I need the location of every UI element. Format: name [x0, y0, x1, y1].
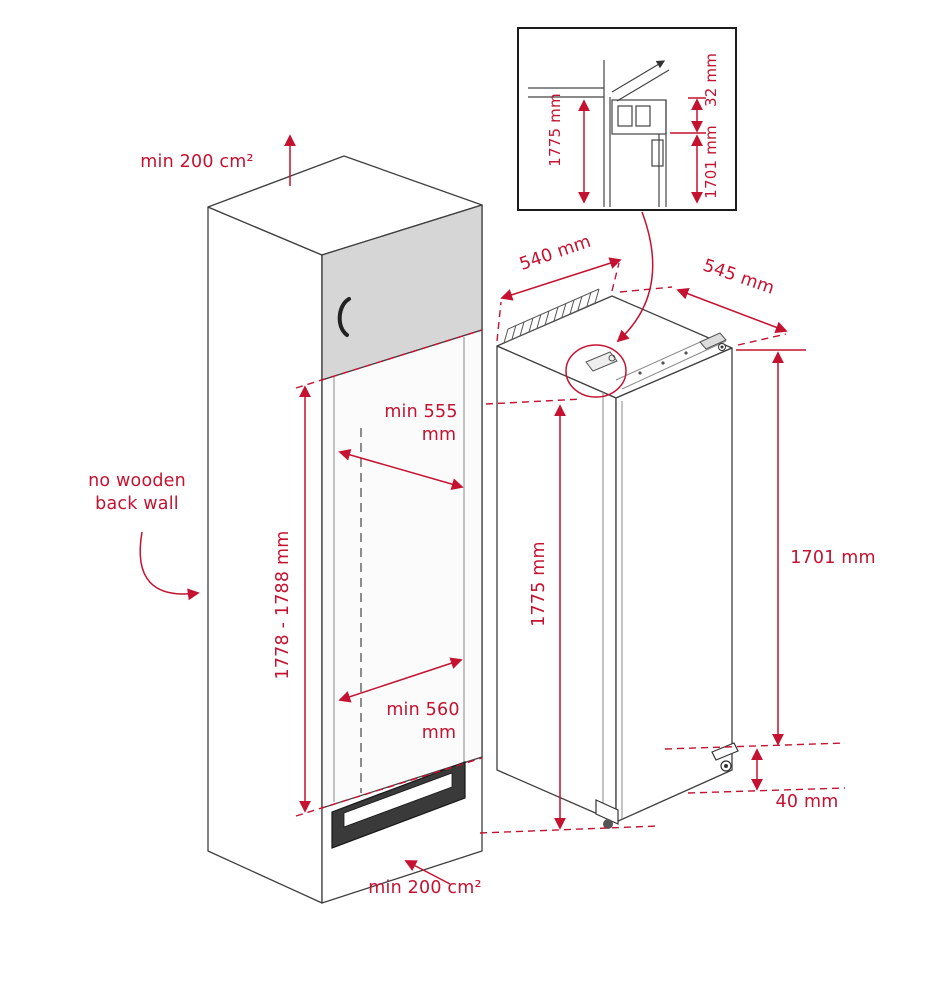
cabinet-dimensions: [139, 134, 483, 885]
niche-bottom-extension-line: [295, 757, 483, 817]
label-min-airflow-bottom: min 200 cm²: [368, 878, 481, 898]
label-inset-top-gap: 32 mm: [702, 53, 720, 107]
depth-dimension-arrow: [676, 288, 788, 333]
appliance-door-face: [496, 345, 617, 823]
height-extension-bottom: [479, 825, 659, 834]
width-extension-left: [496, 301, 502, 342]
top-hinge-bracket: [585, 332, 727, 390]
label-door-height: 1701 mm: [790, 548, 876, 568]
inset-dimensions: [578, 97, 706, 204]
label-appliance-width: 540 mm: [517, 232, 594, 275]
inset-pointer-curved-arrow: [616, 211, 654, 343]
label-niche-depth-bottom-unit: mm: [422, 723, 457, 743]
label-niche-depth-top: min 555: [384, 402, 457, 422]
note-back-wall-line2: back wall: [95, 494, 179, 514]
label-inset-appliance-height: 1775 mm: [546, 93, 564, 167]
front-roller-wheel: [603, 819, 613, 829]
plinth-extension-bottom: [687, 787, 846, 794]
label-niche-depth-bottom: min 560: [386, 700, 459, 720]
width-extension-right: [611, 262, 620, 292]
base-vent-slot: [343, 772, 453, 828]
appliance-dimensions: [479, 211, 846, 834]
label-inset-door-height: 1701 mm: [702, 125, 720, 199]
niche-depth-bottom-dimension-arrow: [338, 657, 463, 703]
plinth-extension-top: [664, 742, 846, 750]
label-appliance-depth: 545 mm: [700, 256, 777, 299]
width-dimension-arrow: [500, 257, 622, 301]
open-door-line: [611, 60, 666, 93]
inset-detail: [517, 27, 737, 211]
back-wall-curved-arrow: [139, 531, 200, 601]
label-plinth-clearance: 40 mm: [776, 792, 839, 812]
dimension-labels: min 200 cm² no wooden back wall 1778 - 1…: [88, 53, 876, 898]
condenser-coil: [503, 288, 600, 344]
height-extension-top: [485, 398, 583, 405]
depth-extension-left: [619, 286, 673, 293]
label-niche-height: 1778 - 1788 mm: [273, 531, 293, 680]
note-back-wall-line1: no wooden: [88, 471, 186, 491]
hinge-detail-circle: [565, 344, 627, 398]
depth-extension-right: [737, 333, 787, 346]
inset-drawing: [528, 60, 670, 207]
label-min-airflow-top: min 200 cm²: [140, 152, 253, 172]
inset-hinge-block: [651, 139, 664, 167]
airflow-arrow-bottom: [404, 860, 451, 885]
niche-top-extension-line: [295, 329, 483, 389]
cabinet-door-handle: [337, 297, 351, 337]
label-niche-depth-top-unit: mm: [422, 425, 457, 445]
appliance-side-face: [615, 347, 733, 823]
cabinet-drawing: [207, 155, 483, 904]
niche-depth-top-dimension-arrow: [338, 449, 464, 490]
label-appliance-height: 1775 mm: [529, 541, 549, 627]
